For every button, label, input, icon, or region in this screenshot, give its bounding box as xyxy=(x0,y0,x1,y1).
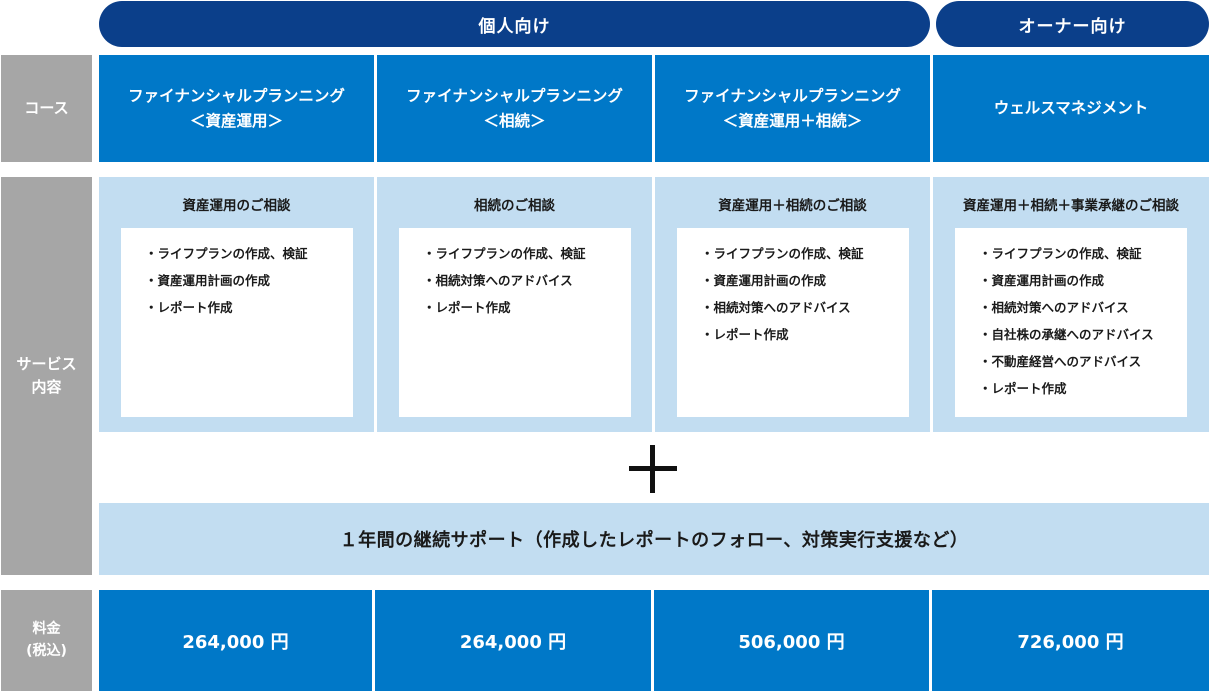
service-items-list: ・ライフプランの作成、検証 ・資産運用計画の作成 ・レポート作成 xyxy=(145,244,353,325)
service-cell-asset-inheritance: 資産運用＋相続のご相談 ・ライフプランの作成、検証 ・資産運用計画の作成 ・相続… xyxy=(655,177,930,432)
price-cell-asset: 264,000 円 xyxy=(99,590,372,691)
service-title: 資産運用＋相続のご相談 xyxy=(718,198,867,214)
price-cell-asset-inheritance: 506,000 円 xyxy=(654,590,929,691)
course-cell-wealth-management: ウェルスマネジメント xyxy=(933,55,1209,162)
service-items-box: ・ライフプランの作成、検証 ・資産運用計画の作成 ・相続対策へのアドバイス ・レ… xyxy=(677,228,909,417)
list-item: ・レポート作成 xyxy=(423,300,511,315)
price-value: 264,000 円 xyxy=(459,631,567,653)
service-cell-inheritance: 相続のご相談 ・ライフプランの作成、検証 ・相続対策へのアドバイス ・レポート作… xyxy=(377,177,652,432)
individual-audience-label: 個人向け xyxy=(478,16,551,37)
individual-audience-header: 個人向け xyxy=(99,1,930,47)
service-cell-wealth-management: 資産運用＋相続＋事業承継のご相談 ・ライフプランの作成、検証 ・資産運用計画の作… xyxy=(933,177,1209,432)
support-text: １年間の継続サポート（作成したレポートのフォロー、対策実行支援など） xyxy=(339,530,969,551)
list-item: ・ライフプランの作成、検証 xyxy=(701,246,864,261)
list-item: ・レポート作成 xyxy=(145,300,233,315)
support-banner: １年間の継続サポート（作成したレポートのフォロー、対策実行支援など） xyxy=(99,503,1209,575)
service-items-box: ・ライフプランの作成、検証 ・資産運用計画の作成 ・相続対策へのアドバイス ・自… xyxy=(955,228,1187,417)
service-row-label-line1: サービス xyxy=(16,354,77,373)
course-name-line2: ＜相続＞ xyxy=(483,111,546,130)
list-item: ・ライフプランの作成、検証 xyxy=(145,246,308,261)
service-title: 相続のご相談 xyxy=(474,198,555,214)
list-item: ・レポート作成 xyxy=(701,327,789,342)
price-value: 726,000 円 xyxy=(1017,631,1124,653)
list-item: ・資産運用計画の作成 xyxy=(145,273,271,288)
service-row-label: サービス 内容 xyxy=(1,177,92,575)
fee-row-label-line2: (税込) xyxy=(26,642,67,659)
course-name-line1: ファイナンシャルプランニング xyxy=(684,87,901,106)
list-item: ・資産運用計画の作成 xyxy=(701,273,827,288)
course-row-label: コース xyxy=(1,55,92,162)
price-cell-inheritance: 264,000 円 xyxy=(375,590,651,691)
service-items-list: ・ライフプランの作成、検証 ・相続対策へのアドバイス ・レポート作成 xyxy=(423,244,631,325)
list-item: ・相続対策へのアドバイス xyxy=(423,273,573,288)
course-cell-asset: ファイナンシャルプランニング ＜資産運用＞ xyxy=(99,55,374,162)
service-items-list: ・ライフプランの作成、検証 ・資産運用計画の作成 ・相続対策へのアドバイス ・レ… xyxy=(701,244,909,352)
list-item: ・不動産経営へのアドバイス xyxy=(979,354,1142,369)
course-cell-asset-inheritance: ファイナンシャルプランニング ＜資産運用＋相続＞ xyxy=(655,55,930,162)
course-name-line1: ウェルスマネジメント xyxy=(993,99,1149,118)
list-item: ・ライフプランの作成、検証 xyxy=(423,246,586,261)
list-item: ・相続対策へのアドバイス xyxy=(979,300,1129,315)
course-row-label-text: コース xyxy=(24,98,69,117)
service-items-box: ・ライフプランの作成、検証 ・相続対策へのアドバイス ・レポート作成 xyxy=(399,228,631,417)
service-row-label-line2: 内容 xyxy=(31,378,62,396)
price-value: 264,000 円 xyxy=(182,631,289,653)
owner-audience-header: オーナー向け xyxy=(936,1,1209,47)
list-item: ・相続対策へのアドバイス xyxy=(701,300,851,315)
course-name-line1: ファイナンシャルプランニング xyxy=(128,87,345,106)
owner-audience-label: オーナー向け xyxy=(1018,16,1127,37)
price-cell-wealth-management: 726,000 円 xyxy=(932,590,1209,691)
service-items-list: ・ライフプランの作成、検証 ・資産運用計画の作成 ・相続対策へのアドバイス ・自… xyxy=(979,244,1187,406)
service-items-box: ・ライフプランの作成、検証 ・資産運用計画の作成 ・レポート作成 xyxy=(121,228,353,417)
course-name-line1: ファイナンシャルプランニング xyxy=(406,87,623,106)
course-name-line2: ＜資産運用＞ xyxy=(189,111,283,130)
course-cell-inheritance: ファイナンシャルプランニング ＜相続＞ xyxy=(377,55,652,162)
fee-row-label-line1: 料金 xyxy=(32,620,61,637)
service-cell-asset: 資産運用のご相談 ・ライフプランの作成、検証 ・資産運用計画の作成 ・レポート作… xyxy=(99,177,374,432)
fee-row-label: 料金 (税込) xyxy=(1,590,92,691)
list-item: ・ライフプランの作成、検証 xyxy=(979,246,1142,261)
service-title: 資産運用＋相続＋事業承継のご相談 xyxy=(963,198,1179,214)
plus-icon xyxy=(629,445,677,493)
list-item: ・自社株の承継へのアドバイス xyxy=(979,327,1154,342)
course-name-line2: ＜資産運用＋相続＞ xyxy=(722,111,863,130)
list-item: ・レポート作成 xyxy=(979,381,1067,396)
service-title: 資産運用のご相談 xyxy=(182,198,291,214)
list-item: ・資産運用計画の作成 xyxy=(979,273,1105,288)
price-value: 506,000 円 xyxy=(738,631,845,653)
